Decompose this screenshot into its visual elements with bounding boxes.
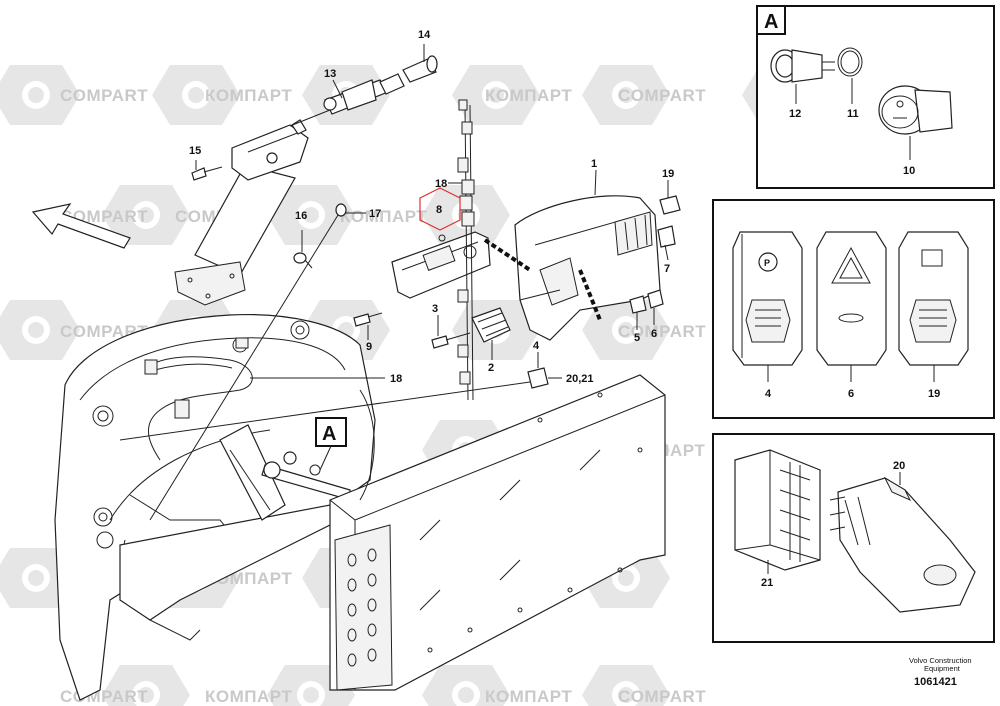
callout-16: 16 <box>295 210 307 222</box>
dashboard-panel <box>514 195 661 341</box>
connector-harness <box>457 99 475 401</box>
callout-18-lower: 18 <box>390 373 402 385</box>
callout-12: 12 <box>789 108 801 120</box>
relay-on-frame <box>119 367 549 441</box>
watermark-label: COMPART <box>618 86 706 105</box>
rocker-relay-switch <box>829 476 976 613</box>
leader-lines <box>195 44 669 379</box>
callout-18-upper: 18 <box>435 178 447 190</box>
watermark-label: COMPART <box>618 322 706 341</box>
steering-column <box>174 119 309 306</box>
fasteners <box>149 166 471 521</box>
watermark-label: КОМПАРТ <box>205 86 292 105</box>
watermark-label: COMPART <box>618 687 706 706</box>
callout-5: 5 <box>634 332 640 344</box>
callout-8: 8 <box>436 204 442 216</box>
document-number: 1061421 <box>914 676 957 688</box>
retaining-ring <box>837 47 863 77</box>
detail-a-panel: A 12 11 10 <box>756 5 995 189</box>
callout-1: 1 <box>591 158 597 170</box>
callout-switch-6: 6 <box>848 388 854 400</box>
parking-brake-switch: P <box>732 231 803 366</box>
callout-relay-20: 20 <box>893 460 905 472</box>
cab-frame <box>54 313 376 701</box>
forward-direction-arrow <box>31 203 131 249</box>
callout-relay-21: 21 <box>761 577 773 589</box>
hazard-switch <box>816 231 887 366</box>
callout-2: 2 <box>488 362 494 374</box>
power-outlet <box>878 85 953 135</box>
callout-14: 14 <box>418 29 431 41</box>
watermark-label: COMPART <box>60 687 148 706</box>
footer-line2: Equipment <box>924 664 961 673</box>
highlight-part-8 <box>419 187 461 231</box>
switch-detail-panel: P 4 6 19 <box>712 199 995 419</box>
detail-a-marker-label: A <box>322 423 336 445</box>
watermark-label: КОМПАРТ <box>205 687 292 706</box>
side-plate <box>329 374 666 691</box>
callout-7: 7 <box>664 263 670 275</box>
dashed-cable-left <box>483 238 532 272</box>
column-lever-parts <box>289 55 438 127</box>
detail-a-letter: A <box>764 11 778 33</box>
callout-switch-4: 4 <box>765 388 772 400</box>
cigarette-lighter <box>770 49 835 83</box>
callout-switch-19: 19 <box>928 388 940 400</box>
loose-switches <box>629 195 681 314</box>
detail-a-marker: A <box>309 417 347 476</box>
callout-17: 17 <box>369 208 381 220</box>
relay-detail-panel: 20 21 <box>712 433 995 643</box>
callout-3: 3 <box>432 303 438 315</box>
watermark-label: COMPART <box>60 86 148 105</box>
callout-4: 4 <box>533 340 540 352</box>
main-callouts: 14 13 15 16 17 18 8 1 19 7 3 9 5 6 2 4 2… <box>189 29 674 385</box>
watermark-label: КОМПАРТ <box>485 86 572 105</box>
relay-socket <box>734 449 821 571</box>
callout-20-21: 20,21 <box>566 373 594 385</box>
footer: Volvo Construction Equipment 1061421 <box>909 656 972 688</box>
blank-switch <box>898 231 969 366</box>
callout-6: 6 <box>651 328 657 340</box>
footer-line1: Volvo Construction <box>909 656 972 665</box>
svg-text:P: P <box>764 258 770 268</box>
dashed-cable-right <box>578 269 602 321</box>
callout-19: 19 <box>662 168 674 180</box>
watermark-label: КОМПАРТ <box>485 687 572 706</box>
callout-10: 10 <box>903 165 915 177</box>
keypad <box>471 307 511 343</box>
instrument-cluster <box>391 231 491 299</box>
plate-holes <box>347 548 377 667</box>
callout-15: 15 <box>189 145 201 157</box>
watermark-label: КОМПАРТ <box>340 207 427 226</box>
callout-11: 11 <box>847 108 859 120</box>
callout-13: 13 <box>324 68 336 80</box>
callout-9: 9 <box>366 341 372 353</box>
